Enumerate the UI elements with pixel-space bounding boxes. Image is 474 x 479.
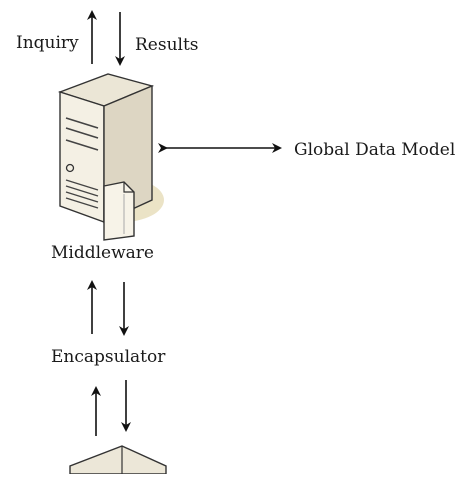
house-shape-icon [69, 445, 167, 475]
global-data-model-label: Global Data Model [294, 140, 456, 160]
middleware-label: Middleware [51, 243, 154, 263]
results-label: Results [135, 35, 199, 55]
encapsulator-label: Encapsulator [51, 347, 166, 367]
inquiry-label: Inquiry [16, 33, 79, 53]
document-icon [103, 181, 135, 241]
